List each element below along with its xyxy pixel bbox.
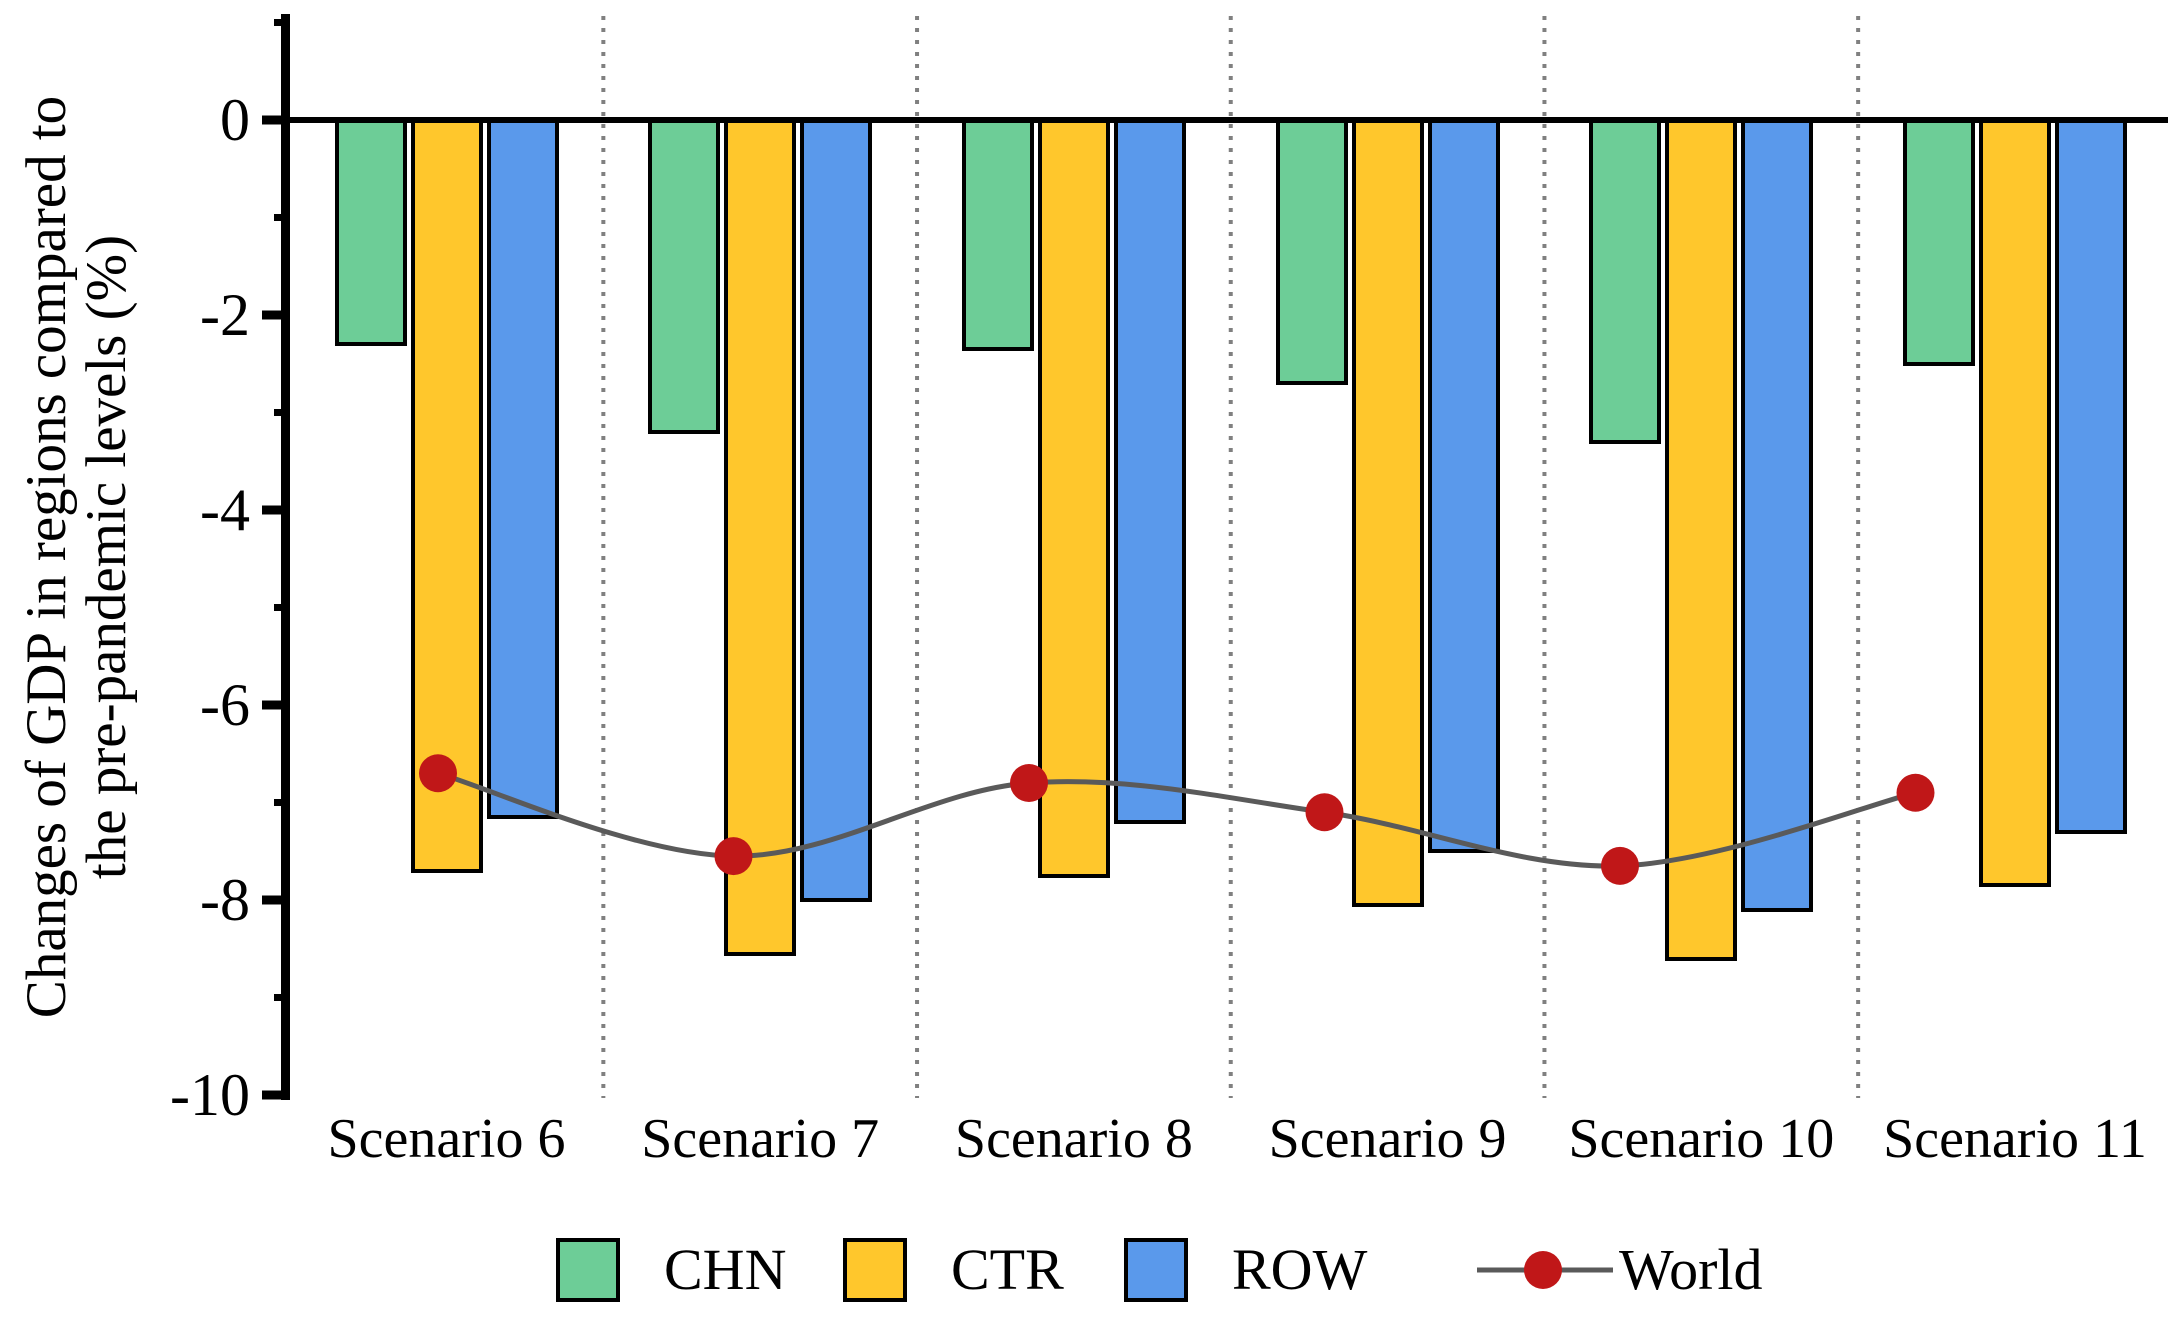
legend-swatch-row xyxy=(1124,1238,1188,1302)
bar-row-7 xyxy=(800,118,873,902)
world-point-scenario-10 xyxy=(1601,846,1639,885)
bar-ctr-11 xyxy=(1979,118,2051,888)
y-tick-label: -2 xyxy=(200,282,250,348)
bar-chn-9 xyxy=(1275,118,1348,386)
y-tick-label: 0 xyxy=(220,87,250,153)
bar-chn-10 xyxy=(1589,118,1662,444)
legend-label-ctr: CTR xyxy=(951,1237,1064,1302)
legend-swatch-chn xyxy=(556,1238,620,1302)
bar-ctr-9 xyxy=(1351,118,1424,907)
y-tick-label: -8 xyxy=(200,867,250,933)
y-tick-label: -6 xyxy=(200,672,250,738)
bar-row-10 xyxy=(1741,118,1814,912)
world-point-scenario-9 xyxy=(1305,793,1344,832)
legend-swatch-ctr xyxy=(843,1238,907,1302)
y-axis-title-line-1: Changes of GDP in regions compared to xyxy=(15,95,78,1019)
x-tick-label: Scenario 6 xyxy=(327,1108,566,1170)
bar-row-9 xyxy=(1427,118,1500,854)
bar-chn-6 xyxy=(334,118,407,347)
y-tick-label: -10 xyxy=(170,1062,250,1128)
x-tick-label: Scenario 11 xyxy=(1883,1108,2147,1170)
bar-ctr-6 xyxy=(410,118,483,873)
bar-ctr-10 xyxy=(1665,118,1738,961)
legend-world-line-icon xyxy=(1477,1251,1613,1289)
x-tick-label: Scenario 9 xyxy=(1268,1108,1507,1170)
bar-chn-11 xyxy=(1903,118,1975,366)
bar-row-11 xyxy=(2055,118,2127,834)
bar-ctr-8 xyxy=(1037,118,1110,878)
bar-row-8 xyxy=(1113,118,1186,824)
legend-label-chn: CHN xyxy=(664,1237,787,1302)
bar-ctr-7 xyxy=(724,118,797,956)
world-point-scenario-11 xyxy=(1896,773,1935,812)
legend-world-marker xyxy=(1475,1238,1615,1307)
bar-row-6 xyxy=(486,118,559,820)
x-tick-label: Scenario 7 xyxy=(641,1108,880,1170)
legend-label-row: ROW xyxy=(1232,1237,1368,1302)
x-tick-label: Scenario 10 xyxy=(1568,1108,1835,1170)
x-tick-label: Scenario 8 xyxy=(954,1108,1193,1170)
bar-chn-7 xyxy=(648,118,721,434)
bar-chn-8 xyxy=(961,118,1034,352)
legend-label-world: World xyxy=(1619,1237,1763,1302)
y-tick-label: -4 xyxy=(200,477,250,543)
